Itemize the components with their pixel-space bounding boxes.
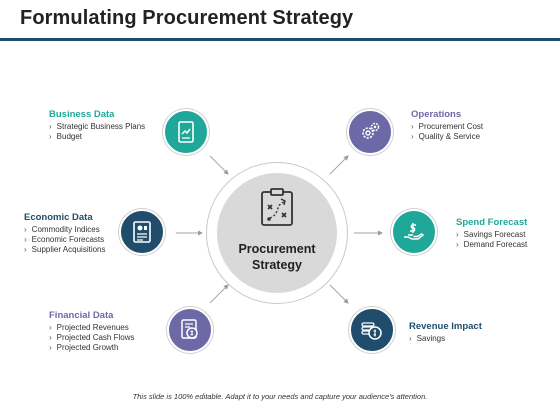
arrow-operations [329, 155, 349, 175]
gears-icon [362, 122, 380, 139]
list-item: Strategic Business Plans [49, 122, 146, 132]
business-data-heading: Business Data [49, 109, 115, 120]
economic-data-block: Economic Data Commodity Indices Economic… [24, 212, 106, 255]
coin-stack-icon [361, 322, 382, 340]
list-item: Savings Forecast [456, 230, 527, 240]
revenue-impact-heading: Revenue Impact [409, 321, 482, 332]
list-item: Commodity Indices [24, 225, 106, 235]
revenue-impact-list: Savings [409, 334, 482, 344]
arrow-revenue-impact [329, 284, 349, 304]
footer-note: This slide is 100% editable. Adapt it to… [132, 392, 428, 401]
strategy-board-icon [261, 188, 293, 226]
dollar-hand-icon [404, 223, 425, 240]
spend-forecast-list: Savings Forecast Demand Forecast [456, 230, 528, 250]
hub-label-line1: Procurement [238, 242, 316, 256]
economic-data-heading: Economic Data [24, 212, 93, 223]
center-hub: Procurement Strategy [217, 173, 337, 293]
title-underline [0, 38, 560, 41]
financial-data-node [167, 307, 213, 353]
list-item: Supplier Acquisitions [24, 245, 106, 255]
business-data-node [163, 109, 209, 155]
business-data-block: Business Data Strategic Business Plans B… [49, 109, 145, 142]
report-icon [133, 221, 151, 243]
list-item: Projected Revenues [49, 323, 134, 333]
economic-data-node [119, 209, 165, 255]
financial-document-icon [181, 319, 198, 339]
list-item: Quality & Service [411, 132, 483, 142]
operations-node [347, 109, 393, 155]
financial-data-block: Financial Data Projected Revenues Projec… [49, 310, 134, 353]
spend-forecast-heading: Spend Forecast [456, 217, 528, 228]
hub-label: Procurement Strategy [217, 241, 337, 273]
operations-list: Procurement Cost Quality & Service [411, 122, 483, 142]
list-item: Demand Forecast [456, 240, 528, 250]
list-item: Budget [49, 132, 145, 142]
list-item: Projected Growth [49, 343, 134, 353]
spend-forecast-node [391, 209, 437, 255]
revenue-impact-node [349, 307, 395, 353]
hub-label-line2: Strategy [251, 258, 303, 272]
operations-heading: Operations [411, 109, 462, 120]
document-chart-icon [178, 121, 194, 143]
arrow-financial-data [209, 284, 229, 304]
revenue-impact-block: Revenue Impact Savings [409, 321, 482, 344]
list-item: Procurement Cost [411, 122, 483, 132]
list-item: Savings [409, 334, 482, 344]
list-item: Projected Cash Flows [49, 333, 135, 343]
arrow-business-data [209, 155, 229, 175]
operations-block: Operations Procurement Cost Quality & Se… [411, 109, 483, 142]
spend-forecast-block: Spend Forecast Savings Forecast Demand F… [456, 217, 527, 250]
business-data-list: Strategic Business Plans Budget [49, 122, 146, 142]
list-item: Economic Forecasts [24, 235, 106, 245]
hub-outer-ring [206, 162, 348, 304]
financial-data-list: Projected Revenues Projected Cash Flows … [49, 323, 135, 353]
economic-data-list: Commodity Indices Economic Forecasts Sup… [24, 225, 106, 255]
financial-data-heading: Financial Data [49, 310, 114, 321]
slide-title: Formulating Procurement Strategy [20, 7, 354, 29]
